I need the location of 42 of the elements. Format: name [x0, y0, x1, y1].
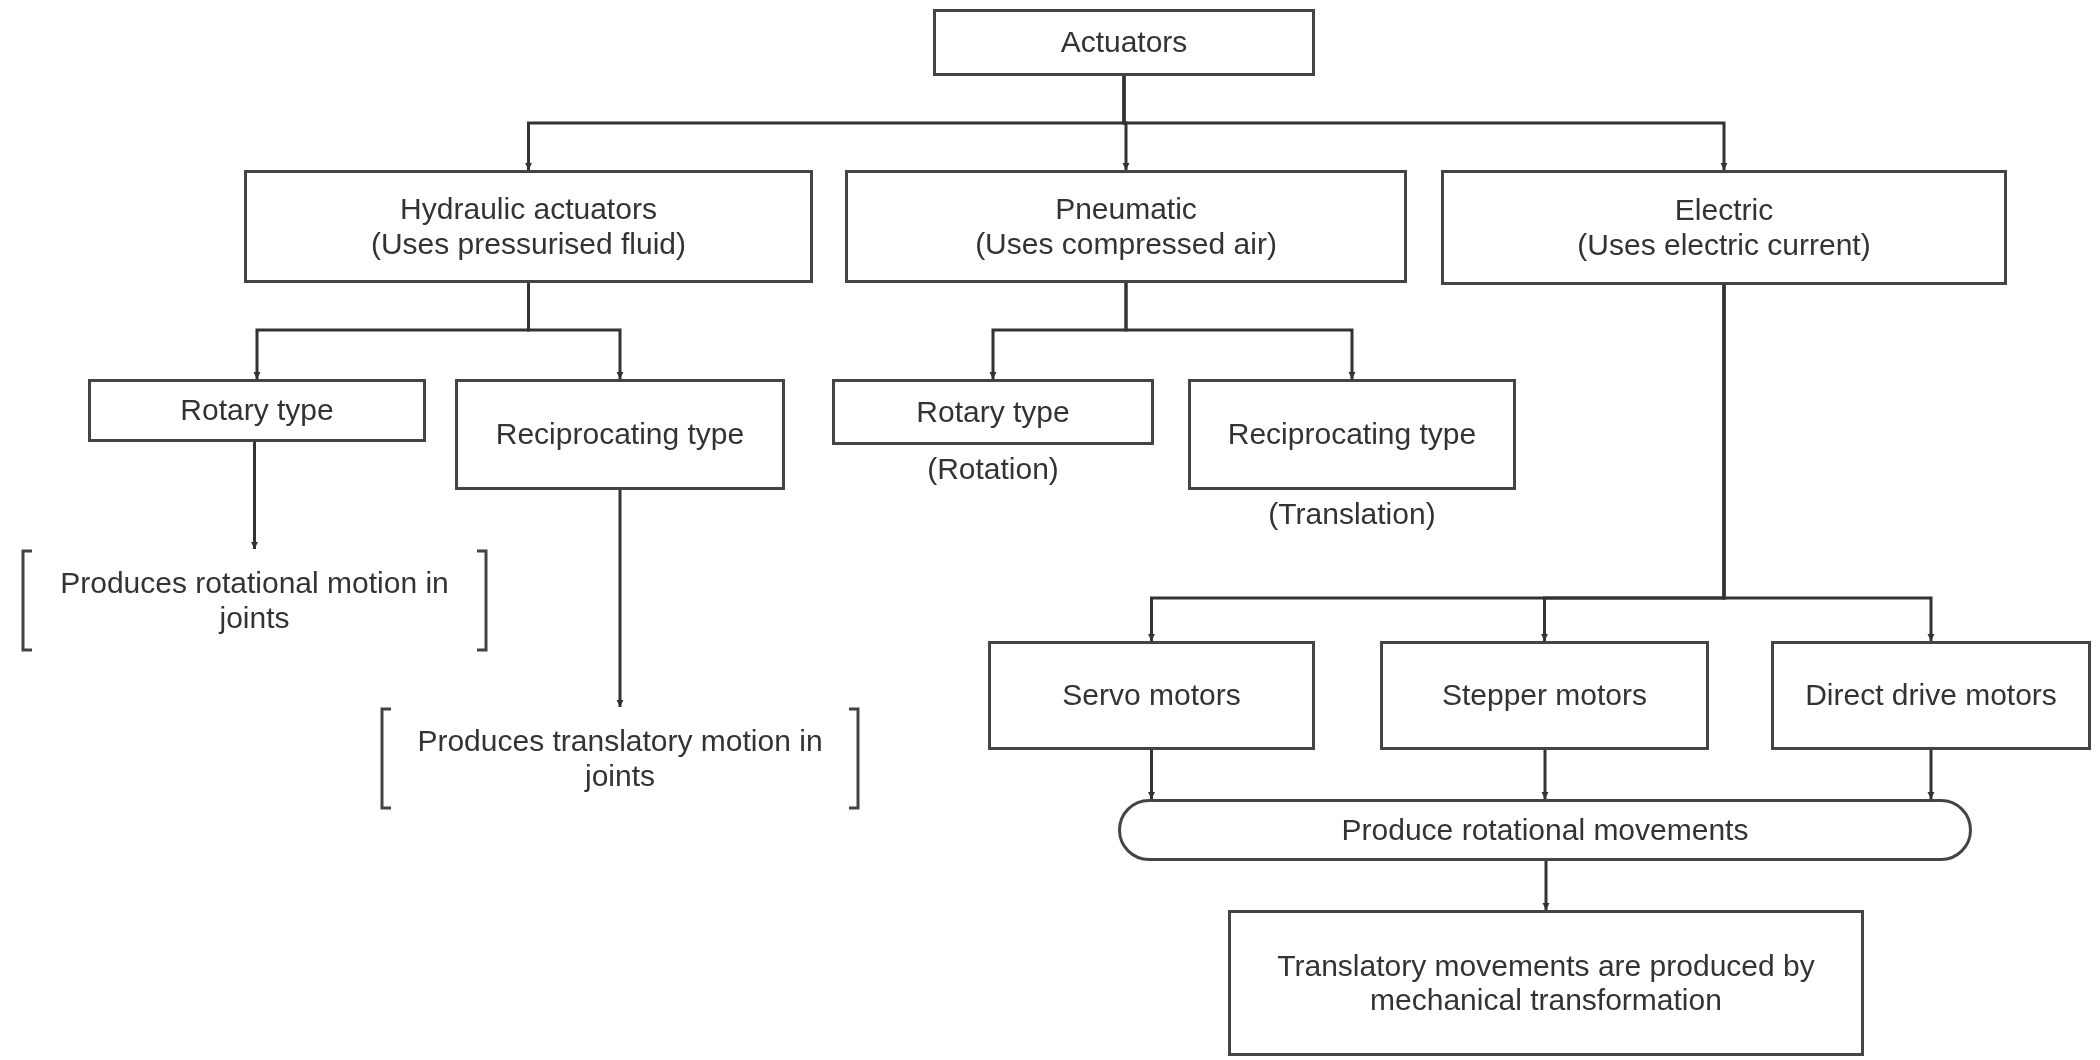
box-label: Direct drive motors [1805, 678, 2057, 713]
arrow [1542, 861, 1550, 910]
arrow [616, 490, 624, 707]
bracketed-note [379, 707, 861, 810]
box-label: Stepper motors [1441, 678, 1648, 713]
process-box [1771, 641, 2091, 750]
box-label: Pneumatic [1055, 192, 1197, 227]
box-label: Produces rotational motion in joints [59, 566, 450, 635]
box-label: (Uses pressurised fluid) [370, 226, 687, 261]
process-box [1441, 170, 2007, 285]
box-label: Produce rotational movements [1341, 812, 1749, 848]
box-label: Electric [1674, 193, 1774, 228]
process-box [1380, 641, 1709, 750]
arrow [1148, 750, 1155, 799]
arrow [251, 442, 258, 549]
box-label: (Uses electric current) [1577, 227, 1871, 262]
arrow [1541, 750, 1549, 799]
arrow [527, 283, 624, 379]
process-box [88, 379, 426, 442]
box-label: (Uses compressed air) [975, 226, 1277, 261]
bracketed-note [20, 549, 489, 652]
box-label: Rotary type [916, 394, 1070, 430]
caption-text: (Translation) [1267, 497, 1437, 532]
arrow [1122, 76, 1728, 170]
process-box [1228, 910, 1864, 1056]
arrow [1124, 283, 1356, 379]
arrow [1927, 750, 1935, 799]
box-label: Hydraulic actuators [400, 192, 657, 227]
box-label: Reciprocating type [1227, 417, 1477, 452]
caption-text: (Rotation) [926, 452, 1060, 487]
box-label: Reciprocating type [495, 417, 745, 452]
box-label: Rotary type [180, 393, 334, 428]
process-box [933, 9, 1315, 76]
process-box [988, 641, 1315, 750]
process-box [244, 170, 813, 283]
box-label: Servo motors [1062, 678, 1241, 713]
box-label: Actuators [1060, 25, 1188, 60]
process-box [455, 379, 785, 490]
process-box [845, 170, 1407, 283]
box-label: Translatory movements are produced by mechanical transformation [1276, 948, 1816, 1018]
arrow [1722, 285, 1935, 641]
box-label: Produces translatory motion in joints [416, 724, 824, 793]
